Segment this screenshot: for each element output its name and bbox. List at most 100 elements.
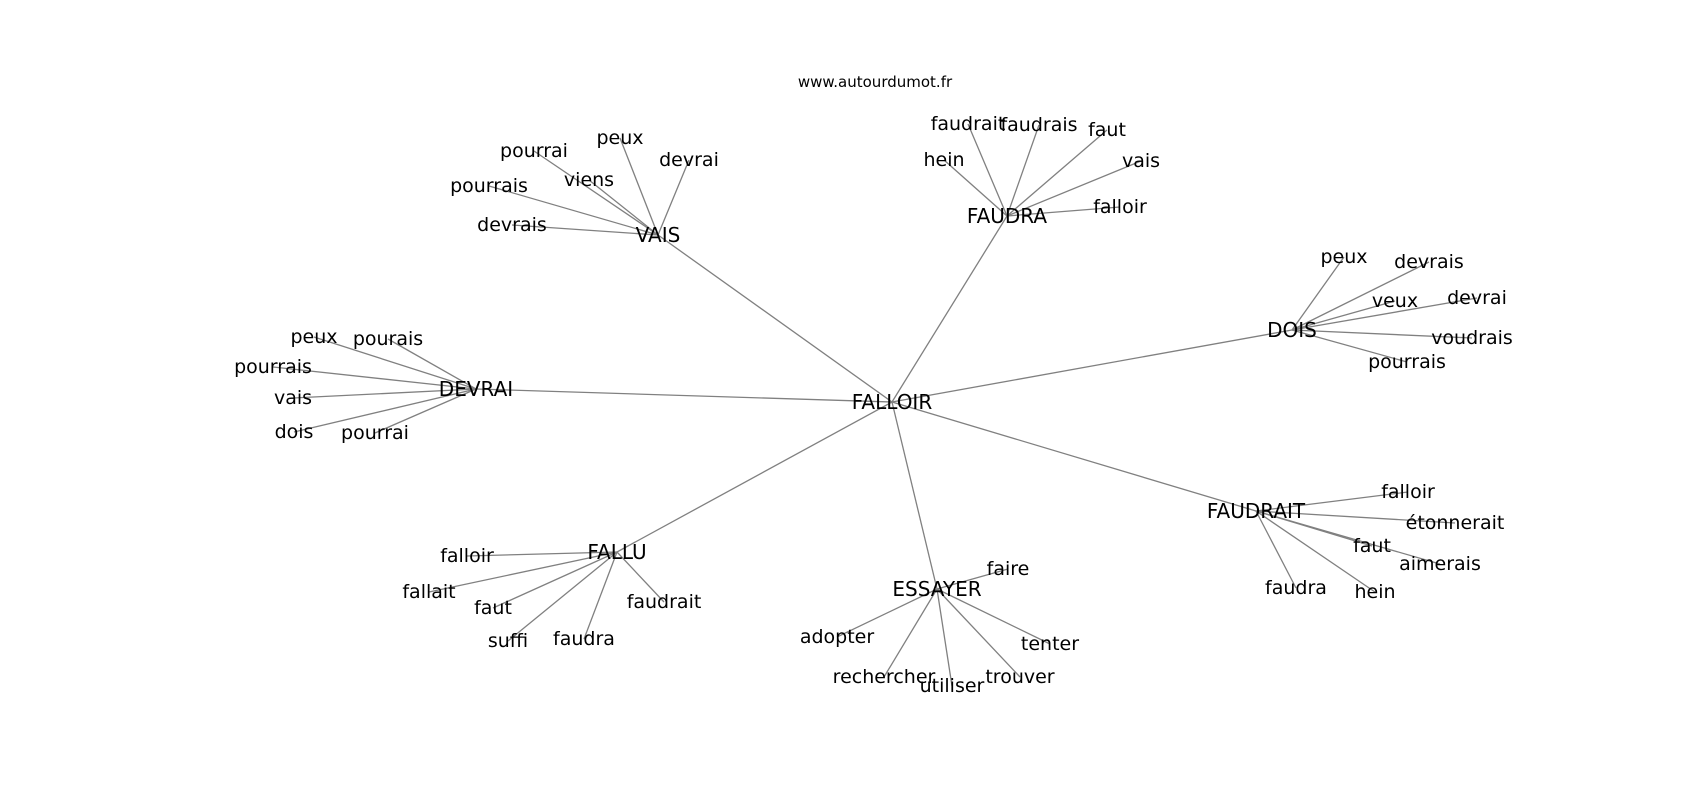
leaf-node-devrai-peux: peux	[290, 326, 337, 348]
leaf-node-dois-voudrais: voudrais	[1431, 327, 1513, 349]
leaf-node-vais-peux: peux	[596, 127, 643, 149]
edge-devrai-to-pourrais	[272, 366, 477, 390]
edge-vais-to-viens	[588, 179, 659, 236]
leaf-node-dois-devrais: devrais	[1394, 251, 1464, 273]
leaf-node-fallu-faudra: faudra	[553, 628, 615, 650]
edge-essayer-to-trouver	[936, 588, 1021, 678]
edge-faudrait-to-etonnerait	[1255, 510, 1456, 524]
leaf-node-essayer-adopter: adopter	[800, 626, 875, 648]
edge-vais-to-pourrais	[488, 185, 659, 236]
leaf-node-vais-pourrais: pourrais	[450, 175, 528, 197]
edge-vais-to-devrais	[511, 224, 659, 236]
edge-essayer-to-utiliser	[936, 588, 953, 687]
leaf-node-essayer-trouver: trouver	[985, 666, 1054, 688]
edge-faudrait-to-faudra	[1255, 510, 1297, 589]
leaf-node-essayer-tenter: tenter	[1021, 633, 1079, 655]
hub-node-faudra: FAUDRA	[967, 204, 1047, 228]
hub-node-essayer: ESSAYER	[892, 577, 981, 601]
leaf-node-faudra-faudrais: faudrais	[1000, 114, 1077, 136]
leaf-node-dois-veux: veux	[1372, 290, 1418, 312]
edge-faudra-to-faudrait	[967, 123, 1008, 217]
edge-faudrait-to-hein	[1255, 510, 1376, 593]
leaf-node-dois-pourrais: pourrais	[1368, 351, 1446, 373]
leaf-node-fallu-suffi: suffi	[488, 630, 528, 652]
center-node-label: FALLOIR	[852, 390, 933, 414]
source-credit: www.autourdumot.fr	[798, 73, 953, 91]
graph-labels: FALLOIR VAIS pourrai peux devrai viens pourrai…	[234, 113, 1513, 697]
edge-center-to-essayer	[891, 401, 938, 590]
edge-devrai-to-vais	[292, 388, 477, 399]
edge-faudra-to-faut	[1006, 129, 1108, 217]
leaf-node-fallu-faut: faut	[474, 597, 512, 619]
edge-center-to-dois	[891, 329, 1293, 403]
leaf-node-vais-devrai: devrai	[659, 149, 719, 171]
leaf-node-faudrait-aimerais: aimerais	[1399, 553, 1481, 575]
leaf-node-vais-viens: viens	[564, 169, 614, 191]
edge-devrai-to-pourais	[387, 338, 477, 390]
edge-faudra-to-vais	[1006, 160, 1142, 217]
edge-faudra-to-faudrais	[1006, 124, 1040, 217]
edge-devrai-to-pourrai	[374, 388, 477, 434]
edge-vais-to-devrai	[657, 159, 690, 236]
leaf-node-devrai-pourais: pourais	[353, 328, 423, 350]
leaf-node-vais-devrais: devrais	[477, 214, 547, 236]
leaf-node-faudra-faut: faut	[1088, 119, 1126, 141]
edge-fallu-to-faudra	[583, 551, 618, 640]
leaf-node-faudrait-faudra: faudra	[1265, 577, 1327, 599]
edge-faudrait-to-aimerais	[1255, 510, 1441, 565]
edge-center-to-faudrait	[891, 401, 1257, 512]
hub-node-dois: DOIS	[1267, 318, 1317, 342]
leaf-node-faudra-falloir: falloir	[1093, 196, 1147, 218]
leaf-node-devrai-pourrais: pourrais	[234, 356, 312, 378]
leaf-node-devrai-vais: vais	[274, 387, 312, 409]
leaf-node-vais-pourrai: pourrai	[500, 140, 568, 162]
edge-essayer-to-tenter	[936, 588, 1051, 645]
hub-node-vais: VAIS	[636, 223, 681, 247]
hub-node-fallu: FALLU	[587, 540, 646, 564]
leaf-node-essayer-utiliser: utiliser	[920, 675, 985, 697]
edge-vais-to-peux	[619, 137, 659, 236]
edge-faudra-to-hein	[943, 159, 1008, 217]
leaf-node-fallu-falloir: falloir	[440, 545, 494, 567]
leaf-node-faudrait-falloir: falloir	[1381, 481, 1435, 503]
edge-fallu-to-suffi	[507, 551, 618, 642]
edge-fallu-to-falloir	[466, 551, 618, 557]
edge-devrai-to-peux	[313, 336, 477, 390]
edge-essayer-to-faire	[936, 568, 1009, 590]
leaf-node-faudra-faudrait: faudrait	[931, 113, 1006, 135]
edge-dois-to-voudrais	[1291, 329, 1473, 339]
leaf-node-devrai-pourrai: pourrai	[341, 422, 409, 444]
edge-fallu-to-faudrait	[616, 551, 665, 603]
edge-faudra-to-falloir	[1006, 206, 1121, 217]
leaf-node-faudra-vais: vais	[1122, 150, 1160, 172]
edge-fallu-to-fallait	[428, 551, 618, 593]
edge-center-to-fallu	[616, 401, 893, 553]
edge-dois-to-devrais	[1291, 261, 1430, 331]
edge-dois-to-peux	[1291, 256, 1345, 331]
edge-vais-to-pourrai	[533, 150, 659, 236]
edge-dois-to-devrai	[1291, 297, 1478, 331]
leaf-node-faudrait-faut: faut	[1353, 535, 1391, 557]
leaf-node-faudrait-etonnerait: étonnerait	[1406, 512, 1505, 534]
leaf-node-essayer-rechercher: rechercher	[833, 666, 936, 688]
leaf-node-faudra-hein: hein	[923, 149, 964, 171]
leaf-node-dois-peux: peux	[1320, 246, 1367, 268]
leaf-node-dois-devrai: devrai	[1447, 287, 1507, 309]
edge-devrai-to-dois	[293, 388, 477, 433]
edge-fallu-to-faut	[492, 551, 618, 609]
hub-node-faudrait: FAUDRAIT	[1207, 499, 1306, 523]
edge-essayer-to-adopter	[836, 588, 938, 638]
edge-essayer-to-rechercher	[883, 588, 938, 678]
leaf-node-essayer-faire: faire	[987, 558, 1030, 580]
edge-dois-to-veux	[1291, 300, 1396, 331]
leaf-node-fallu-faudrait: faudrait	[627, 591, 702, 613]
leaf-node-devrai-dois: dois	[275, 421, 314, 443]
edge-faudrait-to-falloir	[1255, 491, 1409, 512]
leaf-node-faudrait-hein: hein	[1354, 581, 1395, 603]
leaf-node-fallu-fallait: fallait	[402, 581, 455, 603]
edge-dois-to-pourrais	[1291, 329, 1408, 363]
edge-center-to-faudra	[891, 215, 1008, 403]
hub-node-devrai: DEVRAI	[439, 377, 513, 401]
edge-center-to-devrai	[475, 388, 893, 403]
